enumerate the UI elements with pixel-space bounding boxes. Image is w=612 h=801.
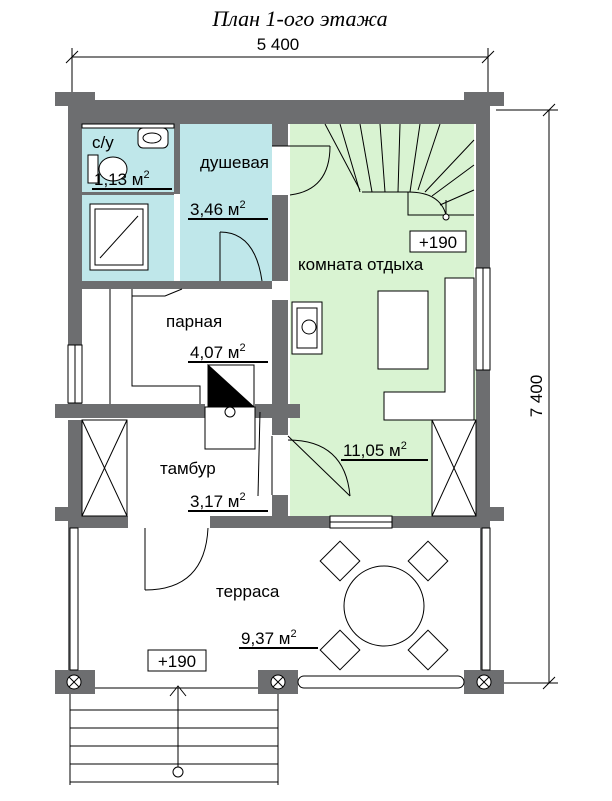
rest-area-value: 11,05 м bbox=[343, 441, 401, 460]
shower-room-fill bbox=[180, 124, 272, 281]
terrace-label: терраса bbox=[216, 582, 280, 601]
width-dimension: 5 400 bbox=[65, 35, 495, 100]
svg-text:3,17 м2: 3,17 м2 bbox=[190, 491, 246, 511]
shower-area: 3,46 м2 bbox=[188, 199, 268, 220]
terrace-table bbox=[319, 540, 449, 671]
walls bbox=[55, 92, 504, 694]
vestibule-area: 3,17 м2 bbox=[188, 491, 268, 512]
rest-area-sup: 2 bbox=[401, 440, 407, 452]
terrace-area-sup: 2 bbox=[291, 628, 297, 640]
wc-area-value: 1,13 м bbox=[94, 170, 144, 189]
vestibule-area-sup: 2 bbox=[240, 491, 246, 503]
railings bbox=[69, 527, 491, 689]
sauna-area-sup: 2 bbox=[240, 342, 246, 354]
plan-title: План 1-ого этажа bbox=[211, 6, 387, 31]
svg-text:1,13 м2: 1,13 м2 bbox=[94, 169, 150, 189]
post-markers bbox=[66, 674, 492, 690]
wc-label: с/у bbox=[92, 133, 114, 152]
rest-room-furniture bbox=[291, 277, 475, 421]
terrace-area-value: 9,37 м bbox=[241, 629, 291, 648]
vestibule-area-value: 3,17 м bbox=[190, 492, 240, 511]
terrace-level-value: +190 bbox=[158, 652, 196, 671]
shower-area-sup: 2 bbox=[240, 199, 246, 211]
sauna-benches bbox=[109, 288, 256, 450]
wc-area: 1,13 м2 bbox=[92, 169, 172, 190]
height-value: 7 400 bbox=[527, 375, 546, 418]
rest-area: 11,05 м2 bbox=[341, 440, 428, 461]
height-dimension: 7 400 bbox=[496, 103, 558, 690]
sauna-label: парная bbox=[166, 312, 222, 331]
rest-level-value: +190 bbox=[419, 233, 457, 252]
shower-cabin bbox=[89, 203, 149, 271]
shower-area-value: 3,46 м bbox=[190, 200, 240, 219]
wc-fixtures bbox=[87, 127, 169, 184]
svg-text:4,07 м2: 4,07 м2 bbox=[190, 342, 246, 362]
sauna-area-value: 4,07 м bbox=[190, 343, 240, 362]
entrance-steps bbox=[69, 685, 279, 785]
svg-text:11,05 м2: 11,05 м2 bbox=[343, 440, 407, 460]
terrace-area: 9,37 м2 bbox=[239, 628, 318, 649]
sauna-area: 4,07 м2 bbox=[188, 342, 268, 363]
doors bbox=[144, 145, 351, 591]
rest-room-label: комната отдыха bbox=[298, 255, 424, 274]
svg-text:3,46 м2: 3,46 м2 bbox=[190, 199, 246, 219]
width-value: 5 400 bbox=[257, 35, 300, 54]
terrace-level-badge: +190 bbox=[147, 649, 207, 672]
vestibule-label: тамбур bbox=[160, 459, 216, 478]
windows bbox=[67, 123, 491, 529]
vestibule-panels bbox=[81, 419, 477, 517]
wc-area-sup: 2 bbox=[144, 169, 150, 181]
svg-text:9,37 м2: 9,37 м2 bbox=[241, 628, 297, 648]
staircase bbox=[324, 123, 475, 221]
rest-level-badge: +190 bbox=[409, 230, 467, 253]
shower-label: душевая bbox=[200, 153, 269, 172]
